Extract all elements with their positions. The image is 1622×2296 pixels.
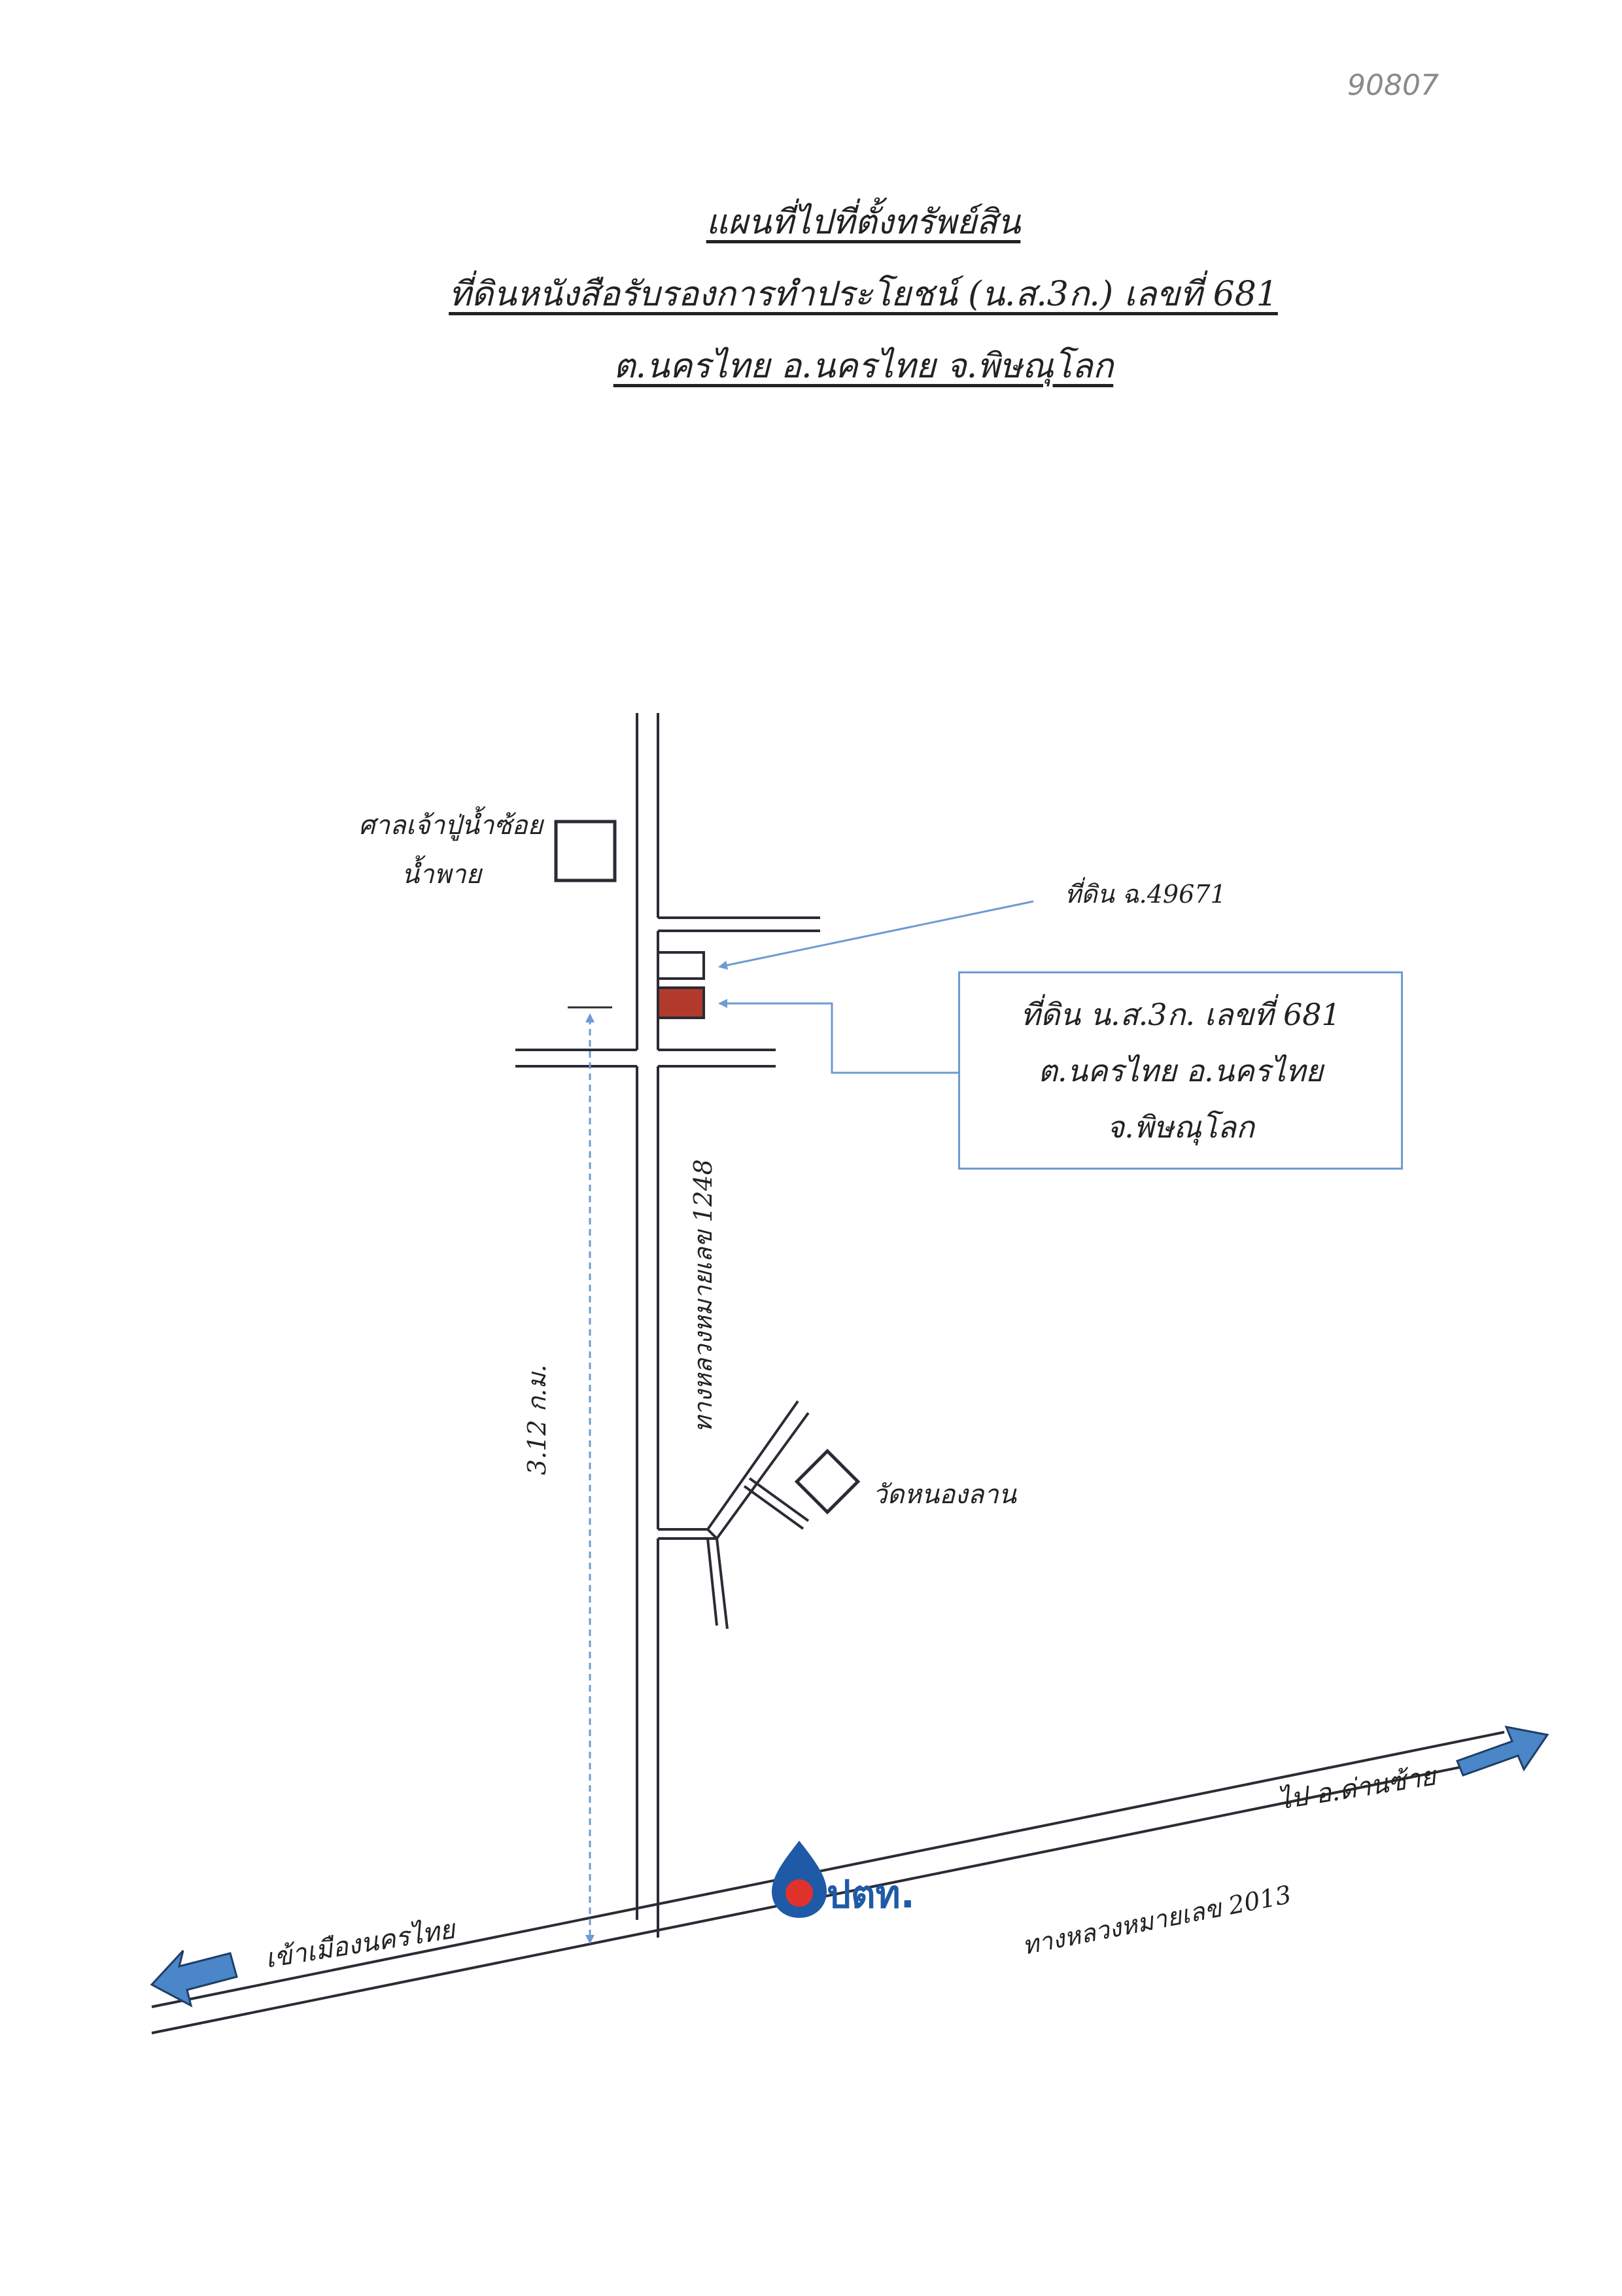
side-road-upper: [658, 916, 820, 932]
shrine-label-1: ศาลเจ้าปู่น้ำซ้อย: [358, 806, 544, 841]
ptt-drop-icon: [785, 1879, 813, 1907]
highway-1248-road: [636, 713, 659, 1938]
ptt-logo-text: ปตท.: [827, 1872, 915, 1917]
to-dan-sai-arrow: [1456, 1726, 1549, 1777]
callout-line-2: ต.นครไทย อ.นครไทย: [1037, 1052, 1324, 1088]
callout-line-1: ที่ดิน น.ส.3ก. เลขที่ 681: [1020, 996, 1341, 1032]
distance-label: 3.12 ก.ม.: [523, 1365, 551, 1475]
shrine-label-2: น้ำพาย: [402, 855, 483, 890]
neighbor-plot-label: ที่ดิน ฉ.49671: [1065, 877, 1226, 909]
temple-label: วัดหนองลาน: [872, 1480, 1018, 1510]
highway-2013-road: [151, 1731, 1505, 2034]
ptt-logo: ปตท.: [772, 1841, 915, 1918]
to-town-arrow: [150, 1949, 238, 2008]
to-dan-sai-label: ไป อ.ด่านซ้าย: [1275, 1761, 1440, 1816]
callout-line-3: จ.พิษณุโลก: [1107, 1109, 1254, 1145]
cross-road: [515, 1049, 776, 1068]
title-line-1: แผนที่ไปที่ตั้งทรัพย์สิน: [706, 203, 1021, 242]
neighbor-plot-marker: [657, 951, 705, 980]
highway-1248-label: ทางหลวงหมายเลข 1248: [689, 1159, 717, 1433]
title-line-2: ที่ดินหนังสือรับรองการทำประโยชน์ (น.ส.3ก…: [449, 275, 1278, 314]
neighbor-plot-pointer: [718, 900, 1034, 970]
subject-plot-marker: [657, 986, 705, 1019]
temple-marker: [794, 1448, 861, 1515]
highway-2013-label: ทางหลวงหมายเลข 2013: [1020, 1880, 1294, 1960]
subject-plot-callout: ที่ดิน น.ส.3ก. เลขที่ 681 ต.นครไทย อ.นคร…: [958, 971, 1403, 1170]
subject-plot-pointer: [718, 999, 958, 1074]
shrine-marker: [554, 820, 617, 882]
temple-branch-road: [658, 1400, 810, 1629]
page-number: 90807: [1347, 69, 1439, 102]
title-line-3: ต.นครไทย อ.นครไทย จ.พิษณุโลก: [613, 347, 1114, 386]
title-block: แผนที่ไปที่ตั้งทรัพย์สิน ที่ดินหนังสือรั…: [0, 186, 1622, 402]
